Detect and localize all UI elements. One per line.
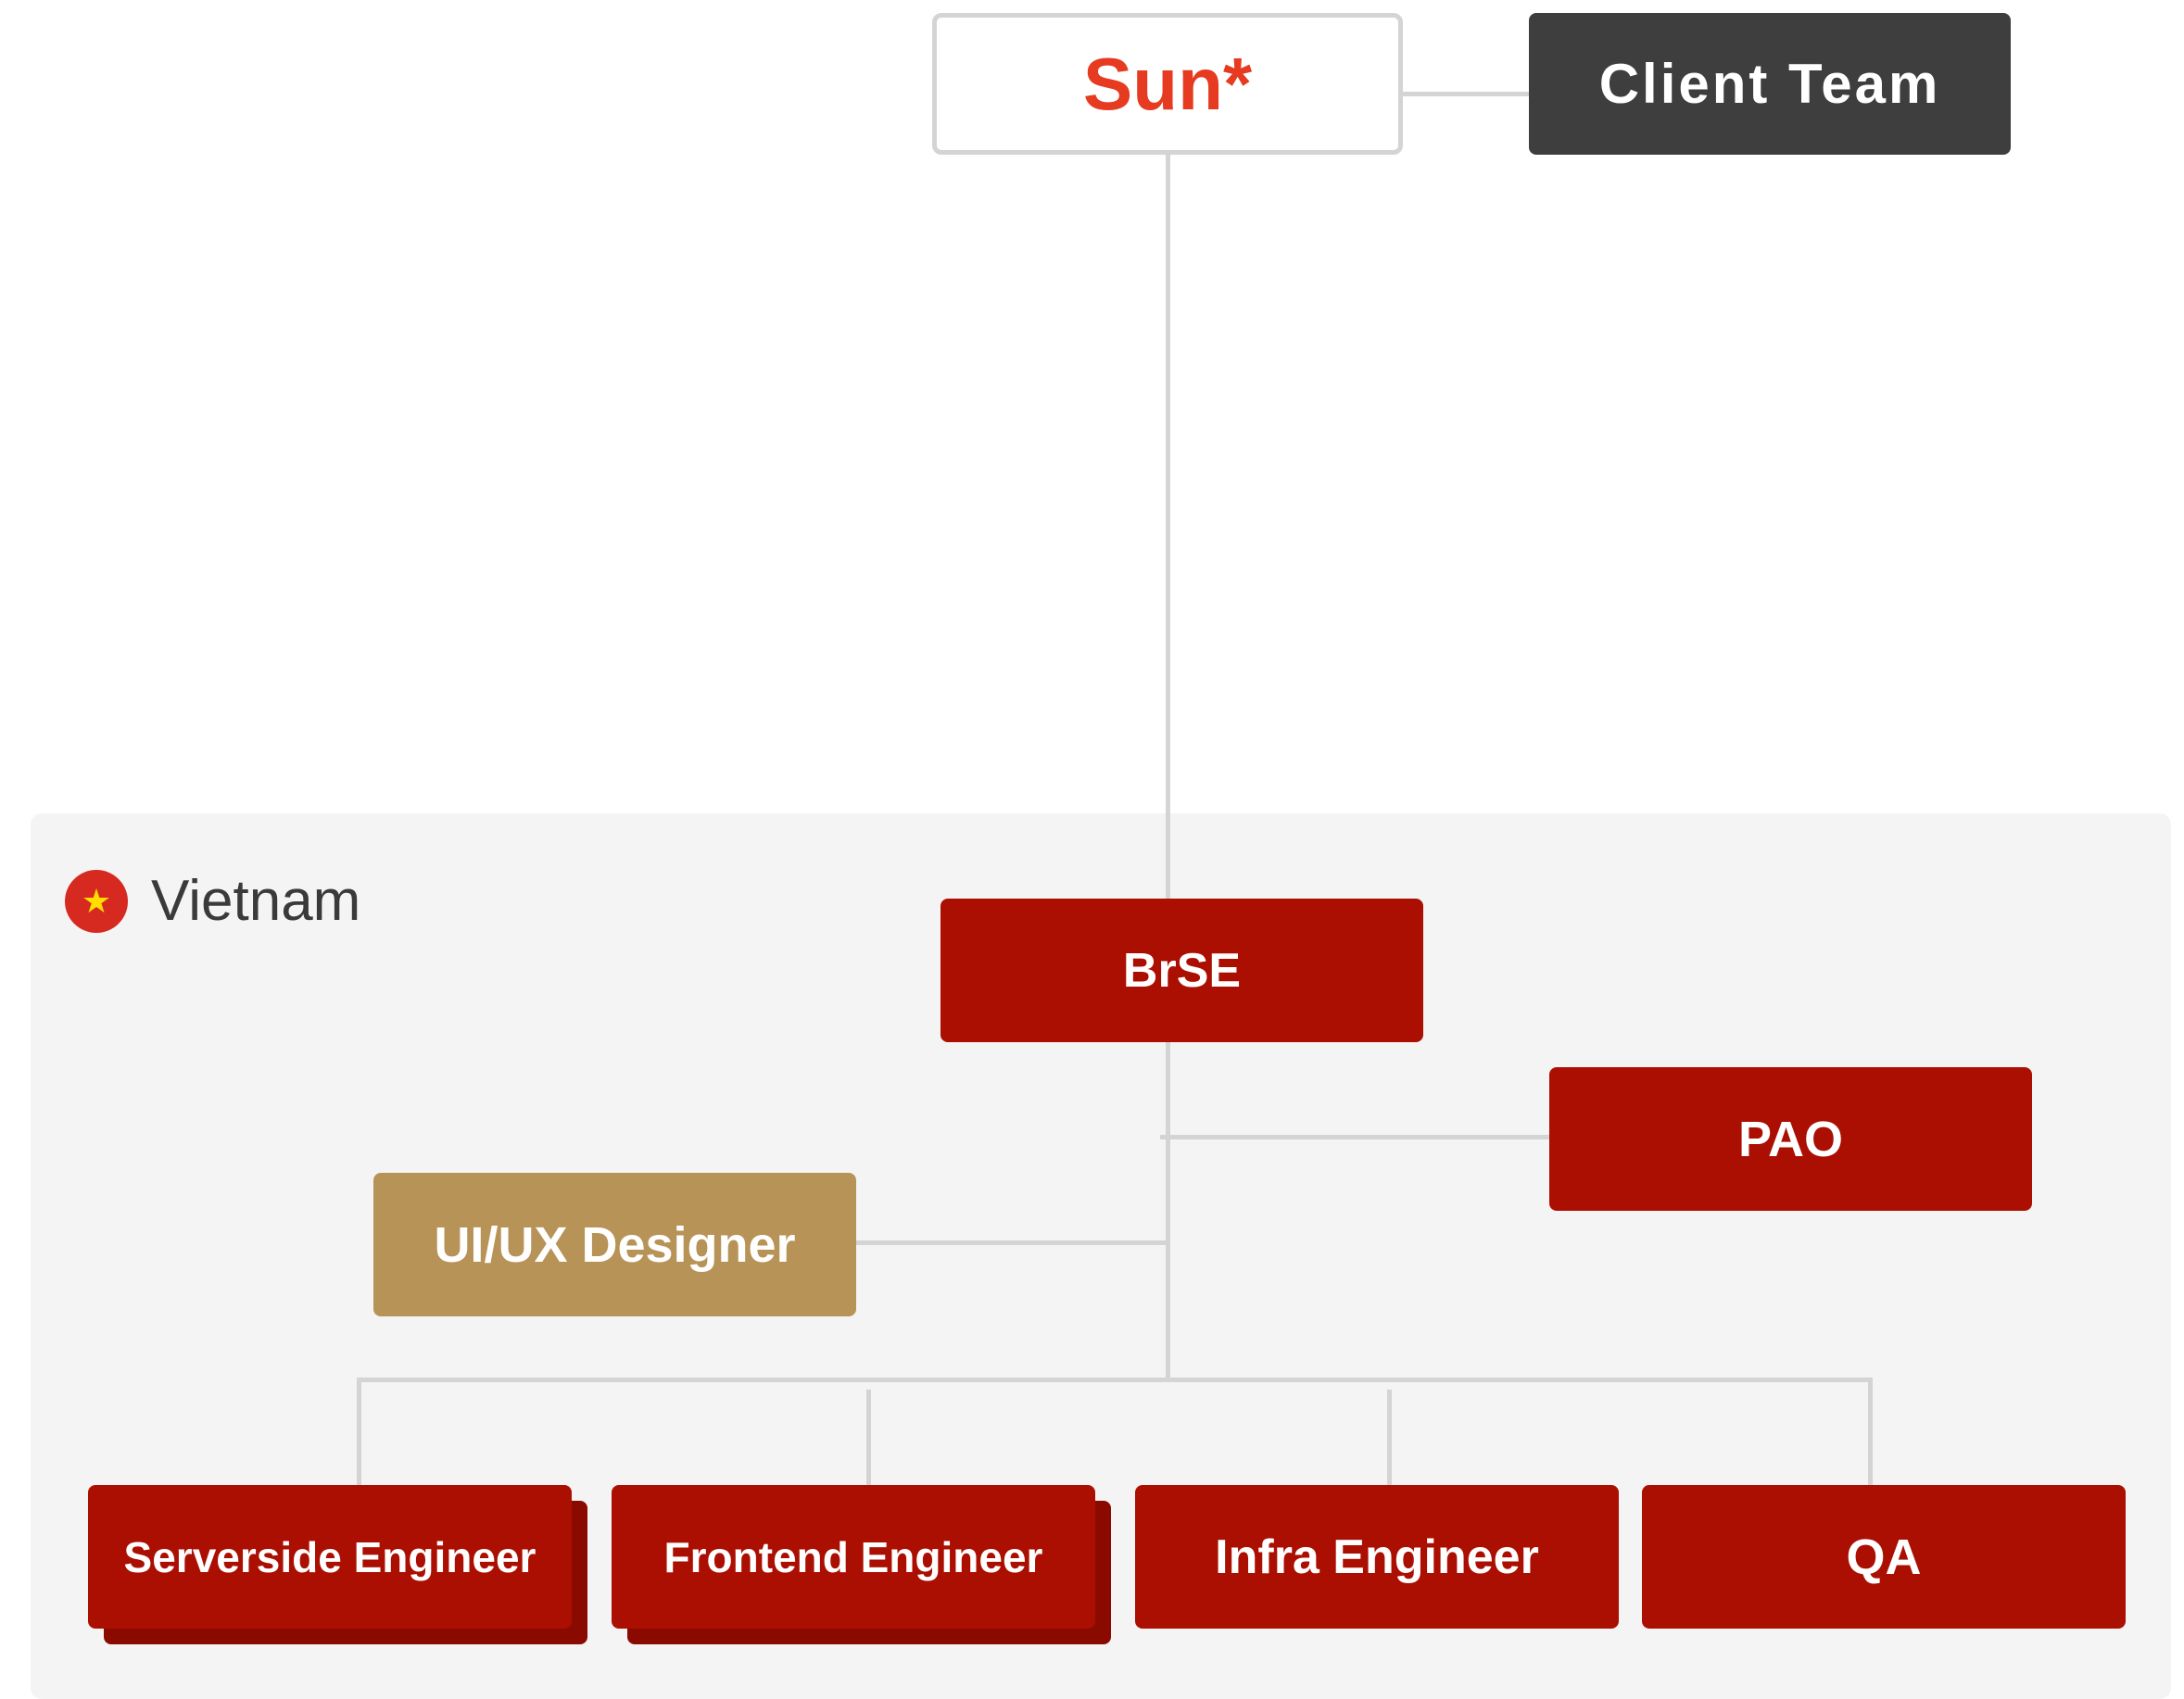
connector-qa bbox=[1868, 1378, 1873, 1487]
serverside-engineer-node: Serverside Engineer bbox=[88, 1485, 572, 1629]
connector-sun-brse bbox=[1166, 153, 1170, 903]
client-team-node: Client Team bbox=[1529, 13, 2011, 155]
connector-infra bbox=[1387, 1390, 1392, 1487]
designer-node: UI/UX Designer bbox=[373, 1173, 856, 1316]
connector-pao bbox=[1160, 1135, 1549, 1139]
connector-sun-client bbox=[1398, 92, 1533, 96]
pao-node: PAO bbox=[1549, 1067, 2032, 1211]
vietnam-flag-icon: ★ bbox=[65, 870, 128, 933]
connector-frontend bbox=[866, 1390, 871, 1487]
frontend-engineer-label: Frontend Engineer bbox=[663, 1532, 1043, 1581]
pao-label: PAO bbox=[1737, 1111, 1843, 1167]
infra-engineer-label: Infra Engineer bbox=[1215, 1529, 1539, 1584]
connector-designer bbox=[852, 1240, 1168, 1245]
designer-label: UI/UX Designer bbox=[434, 1216, 796, 1273]
infra-engineer-node: Infra Engineer bbox=[1135, 1485, 1619, 1629]
connector-trunk bbox=[1166, 1038, 1170, 1382]
connector-bus bbox=[357, 1378, 1873, 1382]
frontend-engineer-node: Frontend Engineer bbox=[612, 1485, 1095, 1629]
sun-label: Sun* bbox=[1082, 42, 1253, 125]
region-label: Vietnam bbox=[151, 869, 361, 933]
brse-label: BrSE bbox=[1122, 943, 1242, 998]
serverside-engineer-label: Serverside Engineer bbox=[123, 1532, 537, 1581]
qa-node: QA bbox=[1642, 1485, 2126, 1629]
client-team-label: Client Team bbox=[1598, 53, 1941, 115]
qa-label: QA bbox=[1846, 1529, 1922, 1585]
sun-node: Sun* bbox=[932, 13, 1403, 155]
connector-serverside bbox=[357, 1378, 361, 1487]
star-icon: ★ bbox=[81, 882, 112, 920]
brse-node: BrSE bbox=[941, 899, 1423, 1042]
